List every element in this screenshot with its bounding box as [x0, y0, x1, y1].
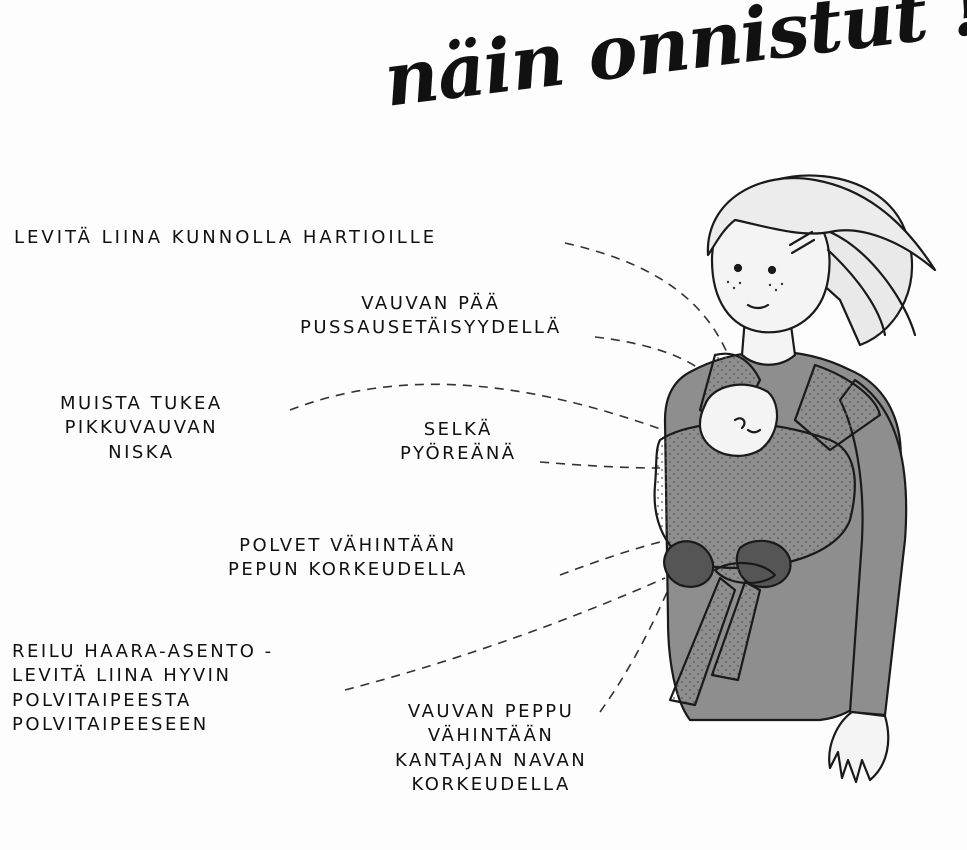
label-bottom: VAUVAN PEPPU VÄHINTÄÄN KANTAJAN NAVAN KO… — [395, 700, 587, 797]
label-line: POLVITAIPEESTA — [12, 689, 274, 713]
label-line: SELKÄ — [400, 418, 517, 442]
label-line: REILU HAARA-ASENTO - — [12, 640, 274, 664]
label-line: KANTAJAN NAVAN — [395, 749, 587, 773]
label-line: PIKKUVAUVAN — [60, 416, 223, 440]
label-line: PYÖREÄNÄ — [400, 442, 517, 466]
leader-back — [540, 462, 660, 468]
label-shoulders: LEVITÄ LIINA KUNNOLLA HARTIOILLE — [14, 226, 437, 250]
label-line: KORKEUDELLA — [395, 773, 587, 797]
label-spread: REILU HAARA-ASENTO - LEVITÄ LIINA HYVIN … — [12, 640, 274, 737]
label-line: POLVET VÄHINTÄÄN — [228, 534, 468, 558]
label-line: LEVITÄ LIINA HYVIN — [12, 664, 274, 688]
label-neck: MUISTA TUKEA PIKKUVAUVAN NISKA — [60, 392, 223, 465]
label-line: POLVITAIPEESEEN — [12, 713, 274, 737]
leader-knees — [560, 540, 668, 575]
label-line: NISKA — [60, 441, 223, 465]
label-line: VAUVAN PÄÄ — [300, 292, 562, 316]
label-line: LEVITÄ LIINA KUNNOLLA HARTIOILLE — [14, 226, 437, 250]
leader-bottom — [600, 590, 668, 712]
label-line: MUISTA TUKEA — [60, 392, 223, 416]
label-head: VAUVAN PÄÄ PUSSAUSETÄISYYDELLÄ — [300, 292, 562, 341]
label-back: SELKÄ PYÖREÄNÄ — [400, 418, 517, 467]
leader-spread — [345, 578, 665, 690]
leader-shoulders — [565, 243, 728, 355]
carrier-figure — [655, 175, 935, 782]
label-knees: POLVET VÄHINTÄÄN PEPUN KORKEUDELLA — [228, 534, 468, 583]
label-line: VÄHINTÄÄN — [395, 724, 587, 748]
label-line: VAUVAN PEPPU — [395, 700, 587, 724]
baby-head — [700, 385, 777, 456]
hand — [829, 712, 888, 782]
label-line: PUSSAUSETÄISYYDELLÄ — [300, 316, 562, 340]
eye-right — [769, 267, 775, 273]
eye-left — [735, 265, 741, 271]
label-line: PEPUN KORKEUDELLA — [228, 558, 468, 582]
